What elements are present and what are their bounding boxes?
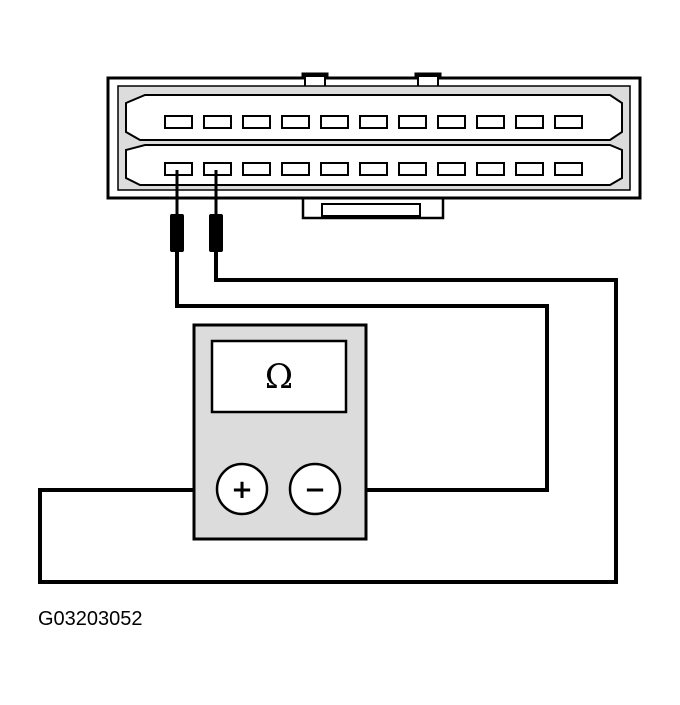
connector-top-pin-6 (359, 115, 388, 129)
probe-left-body (170, 214, 184, 252)
connector-top-pin-10 (515, 115, 544, 129)
connector-bottom-pin-11 (554, 162, 583, 176)
connector-bottom-pin-10 (515, 162, 544, 176)
connector-bottom-pin-row (164, 162, 583, 176)
connector-top-pin-row (164, 115, 583, 129)
connector-top-pin-1 (164, 115, 193, 129)
connector-top-pin-3 (242, 115, 271, 129)
connector-top-pin-8 (437, 115, 466, 129)
connector-bottom-pin-4 (281, 162, 310, 176)
probes (170, 170, 223, 252)
connector-top-pin-7 (398, 115, 427, 129)
connector-bottom-pin-6 (359, 162, 388, 176)
meter-display-symbol: Ω (265, 357, 293, 397)
meter-positive-terminal (215, 462, 269, 516)
connector-bottom-pin-9 (476, 162, 505, 176)
figure-id: G03203052 (38, 608, 143, 630)
wire-to-positive-terminal (38, 250, 618, 584)
connector (106, 72, 642, 220)
meter-positive-symbol: + (231, 475, 253, 505)
ohmmeter: Ω + − (192, 323, 368, 541)
connector-bottom-pin-7 (398, 162, 427, 176)
wire-to-negative-terminal (175, 250, 549, 492)
meter-display (210, 339, 348, 414)
meter-negative-symbol: − (304, 475, 326, 505)
probe-right-body (209, 214, 223, 252)
connector-top-pin-9 (476, 115, 505, 129)
connector-top-pin-4 (281, 115, 310, 129)
connector-top-pin-2 (203, 115, 232, 129)
connector-bottom-pin-8 (437, 162, 466, 176)
connector-top-pin-5 (320, 115, 349, 129)
meter-negative-terminal (288, 462, 342, 516)
connector-bottom-pin-3 (242, 162, 271, 176)
connector-bottom-pin-5 (320, 162, 349, 176)
connector-top-pin-11 (554, 115, 583, 129)
wires (38, 250, 618, 584)
